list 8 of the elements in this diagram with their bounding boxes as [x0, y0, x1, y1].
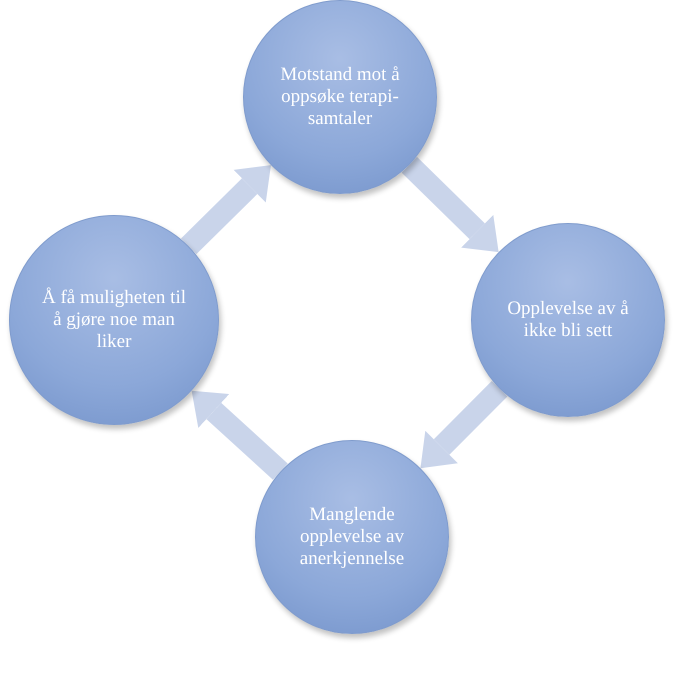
block-arrow — [180, 165, 271, 254]
node-text: Opplevelse av å ikke bli sett — [506, 298, 630, 342]
node-text: Å få muligheten til å gjøre noe man liker — [40, 287, 188, 353]
node-text: Motstand mot å oppsøke terapi-samtaler — [279, 64, 401, 130]
block-arrow — [420, 380, 508, 468]
block-arrow — [402, 156, 499, 252]
block-arrow — [192, 390, 288, 480]
node-text: Manglende opplevelse av anerkjennelse — [298, 504, 406, 570]
